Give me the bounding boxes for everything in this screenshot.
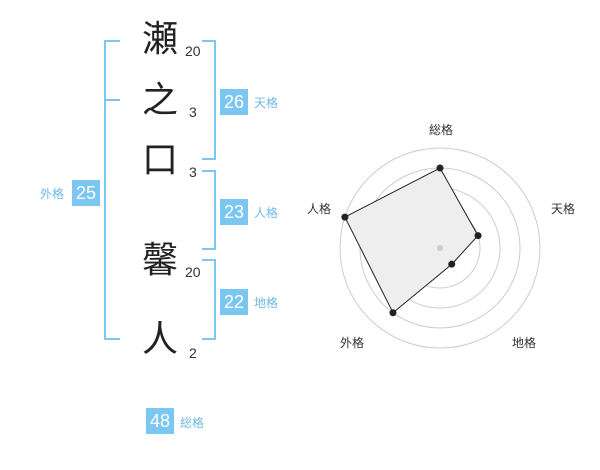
radar-point-1 — [474, 232, 482, 240]
jinkaku-bracket — [202, 170, 216, 250]
name-char-1: 瀬 — [142, 19, 179, 60]
tenkaku-label: 天格 — [254, 96, 279, 110]
chikaku-label: 地格 — [254, 296, 279, 310]
name-char-3: 口 — [142, 140, 179, 181]
soukaku-label: 総格 — [180, 416, 205, 430]
name-char-4: 馨 — [142, 240, 179, 281]
radar-area — [344, 167, 479, 314]
radar-axis-label-chikaku: 地格 — [512, 335, 536, 350]
soukaku-badge: 48 — [146, 408, 174, 434]
gaikaku-bracket — [104, 40, 120, 340]
name-char-2: 之 — [142, 80, 179, 121]
radar-axis-label-jinkaku: 人格 — [307, 201, 331, 216]
tenkaku-bracket — [202, 40, 216, 160]
radar-point-0 — [436, 164, 444, 172]
radar-points — [341, 164, 482, 317]
stroke-count-5: 2 — [189, 345, 197, 361]
tenkaku-badge: 26 — [220, 89, 248, 115]
jinkaku-badge: 23 — [220, 199, 248, 225]
chikaku-badge: 22 — [220, 289, 248, 315]
radar-point-4 — [341, 213, 349, 221]
jinkaku-label: 人格 — [254, 206, 279, 220]
stroke-count-2: 3 — [189, 104, 197, 120]
radar-grid-ring — [339, 147, 541, 349]
gaikaku-bracket-inner-tick — [104, 99, 120, 101]
radar-axis-label-tenkaku: 天格 — [551, 201, 575, 216]
radar-axis-label-soukaku: 総格 — [429, 122, 453, 137]
radar-center-dot — [437, 245, 443, 251]
stroke-count-4: 20 — [185, 264, 201, 280]
radar-axis-label-gaikaku: 外格 — [340, 335, 364, 350]
stroke-count-3: 3 — [189, 164, 197, 180]
radar-point-2 — [448, 260, 456, 268]
gaikaku-badge: 25 — [72, 180, 100, 206]
gaikaku-label: 外格 — [40, 187, 65, 201]
radar-point-3 — [389, 309, 397, 317]
stroke-count-1: 20 — [185, 43, 201, 59]
name-char-5: 人 — [142, 319, 179, 360]
chikaku-bracket — [202, 259, 216, 340]
